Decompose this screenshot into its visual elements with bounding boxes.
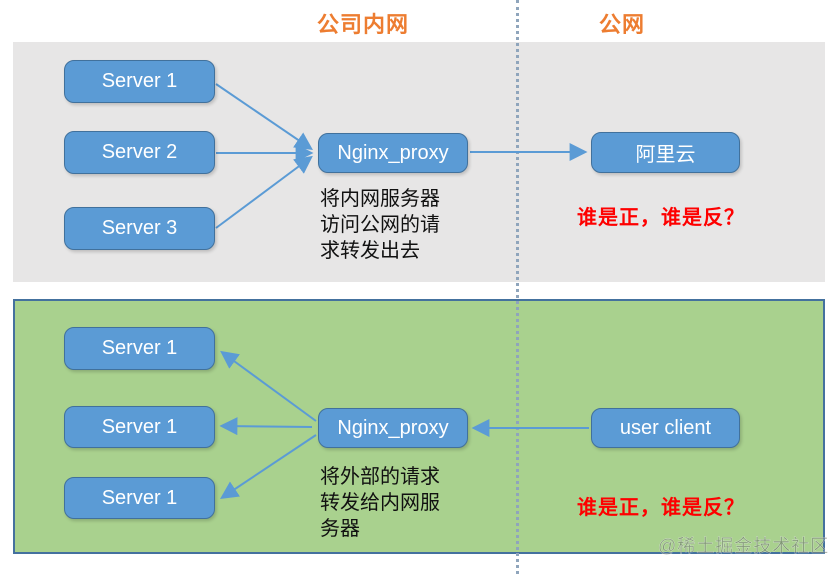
bottom-nginx-proxy-node: Nginx_proxy bbox=[318, 408, 468, 448]
reverse-proxy-caption: 将外部的请求 转发给内网服 务器 bbox=[320, 466, 440, 540]
bottom-server-3-node: Server 1 bbox=[64, 477, 215, 519]
aliyun-cloud-node: 阿里云 bbox=[591, 132, 740, 173]
bottom-question-text: 谁是正，谁是反？ bbox=[577, 497, 745, 519]
top-nginx-proxy-node: Nginx_proxy bbox=[318, 133, 468, 173]
user-client-node: user client bbox=[591, 408, 740, 448]
bottom-server-2-node: Server 1 bbox=[64, 406, 215, 448]
top-server-2-node: Server 2 bbox=[64, 131, 215, 174]
top-question-text: 谁是正，谁是反？ bbox=[577, 207, 745, 229]
public-zone-label: 公网 bbox=[599, 12, 646, 37]
top-server-3-node: Server 3 bbox=[64, 207, 215, 250]
network-boundary-divider bbox=[516, 0, 519, 574]
juejin-watermark: @稀土掘金技术社区 bbox=[658, 536, 830, 557]
forward-proxy-caption: 将内网服务器 访问公网的请 求转发出去 bbox=[320, 188, 440, 262]
bottom-server-1-node: Server 1 bbox=[64, 327, 215, 370]
intranet-zone-label: 公司内网 bbox=[317, 12, 410, 37]
top-server-1-node: Server 1 bbox=[64, 60, 215, 103]
